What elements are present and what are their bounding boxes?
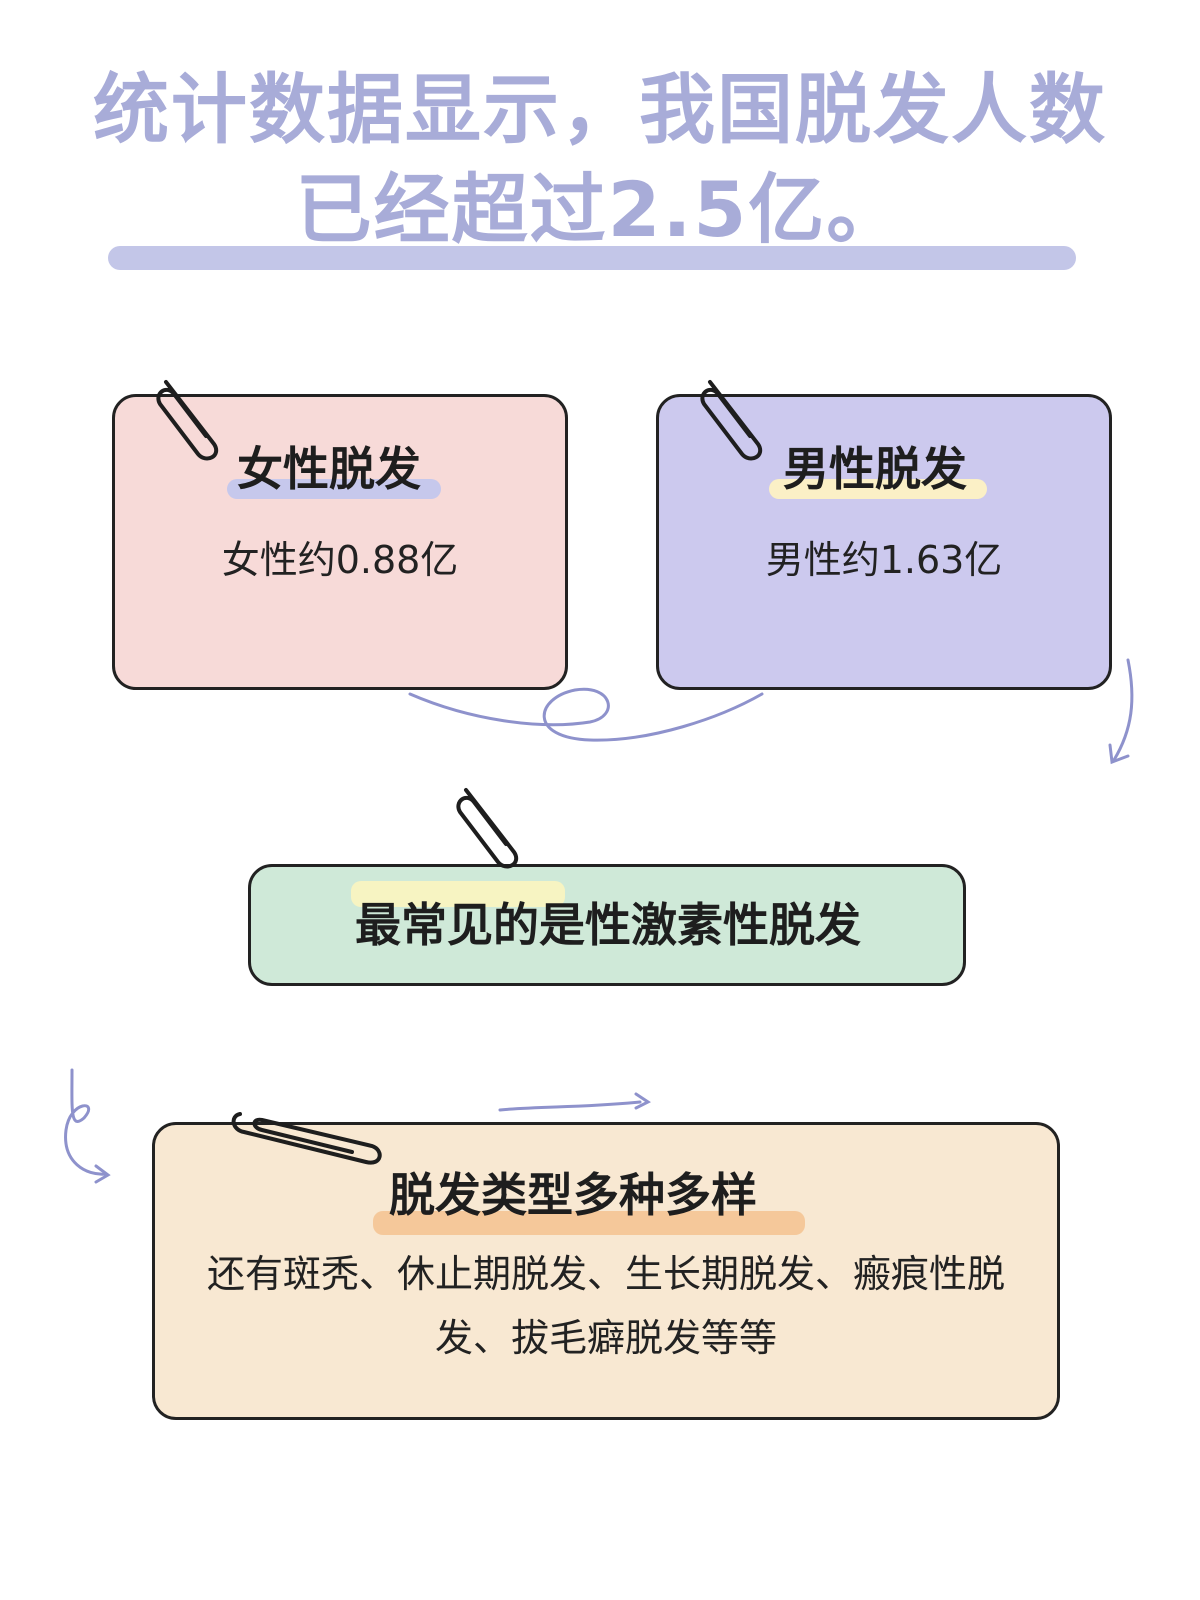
types-heading: 脱发类型多种多样 (389, 1168, 757, 1222)
title-underline-bar (108, 246, 1076, 270)
common-type-text: 最常见的是性激素性脱发 (355, 898, 861, 952)
curly-arrow-icon (498, 1100, 642, 1112)
paperclip-icon (156, 380, 218, 461)
male-heading-highlight (769, 479, 987, 499)
paperclip-icon (456, 788, 518, 869)
swirl-connector (408, 687, 764, 742)
page-title: 统计数据显示，我国脱发人数 已经超过2.5亿。 (0, 60, 1200, 260)
male-heading: 男性脱发 (783, 442, 967, 496)
male-stat: 男性约1.63亿 (765, 538, 1003, 582)
curly-arrow-icon (1112, 658, 1134, 762)
types-line-1: 还有斑秃、休止期脱发、生长期脱发、瘢痕性脱 (206, 1252, 1005, 1296)
types-heading-highlight (373, 1211, 805, 1235)
types-line-2: 发、拔毛癖脱发等等 (434, 1316, 777, 1360)
common-heading-highlight (351, 881, 565, 907)
paperclip-icon (231, 1112, 382, 1165)
common-type-card: 最常见的是性激素性脱发 (248, 864, 966, 986)
title-line-2: 已经超过2.5亿。 (295, 165, 905, 254)
curly-arrow-icon (64, 1068, 108, 1176)
female-heading: 女性脱发 (237, 442, 421, 496)
types-description: 还有斑秃、休止期脱发、生长期脱发、瘢痕性脱 发、拔毛癖脱发等等 (161, 1247, 1051, 1365)
hair-loss-types-card: 脱发类型多种多样 还有斑秃、休止期脱发、生长期脱发、瘢痕性脱 发、拔毛癖脱发等等 (152, 1122, 1060, 1420)
female-heading-highlight (227, 479, 441, 499)
female-stat: 女性约0.88亿 (221, 538, 459, 582)
title-line-1: 统计数据显示，我国脱发人数 (93, 65, 1107, 154)
paperclip-icon (700, 380, 762, 461)
